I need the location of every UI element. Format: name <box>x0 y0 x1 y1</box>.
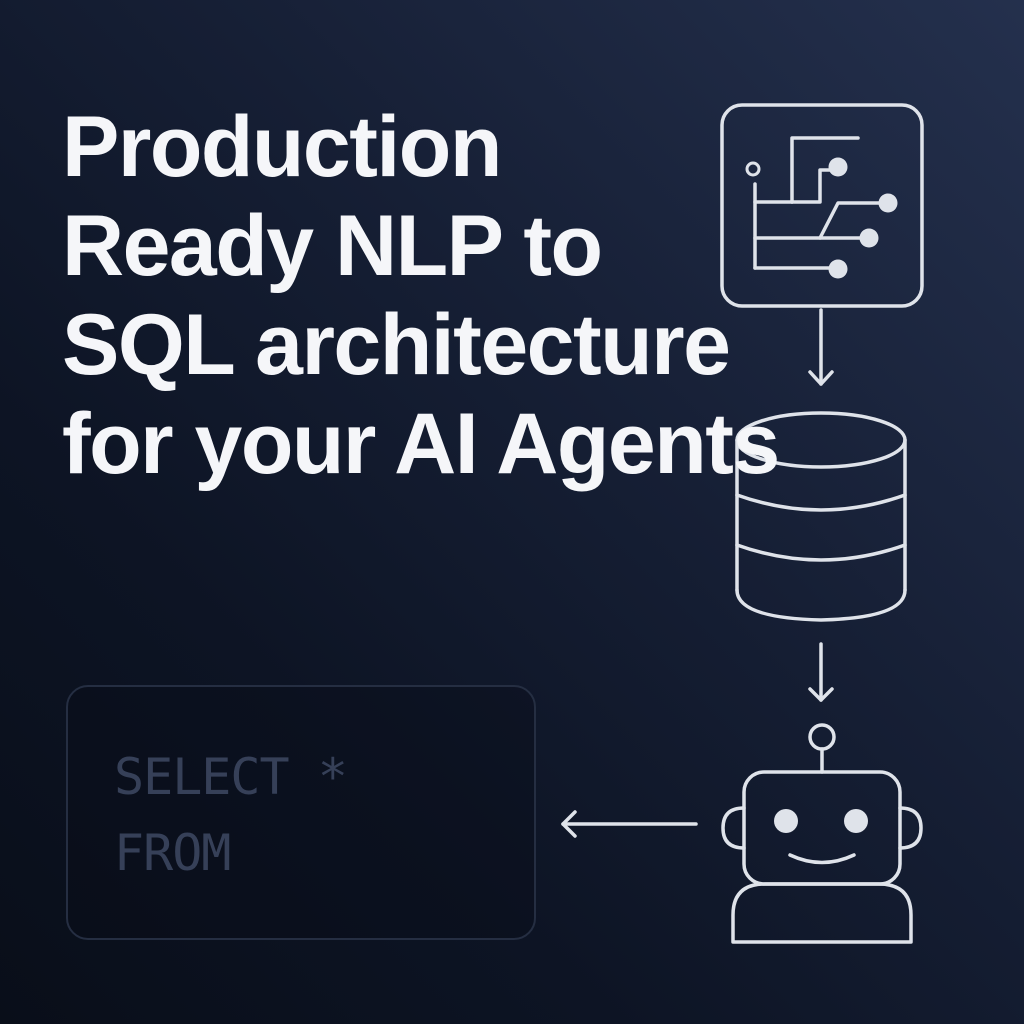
sql-line: SELECT * <box>114 748 348 806</box>
arrow-down-icon <box>808 642 834 702</box>
headline-line: SQL architecture <box>62 297 731 393</box>
sql-code: SELECT * FROM <box>114 739 348 891</box>
headline-line: Ready NLP to <box>62 198 603 294</box>
sql-query-box: SELECT * FROM <box>66 685 536 940</box>
arrow-down-icon <box>808 308 834 386</box>
headline-line: for your AI Agents <box>62 396 780 492</box>
headline-line: Production <box>62 99 502 195</box>
circuit-icon <box>720 103 924 308</box>
headline: Production Ready NLP to SQL architecture… <box>62 98 780 494</box>
arrow-left-icon <box>561 810 698 838</box>
sql-line: FROM <box>114 824 231 882</box>
database-icon <box>735 411 907 622</box>
robot-icon <box>721 723 923 944</box>
